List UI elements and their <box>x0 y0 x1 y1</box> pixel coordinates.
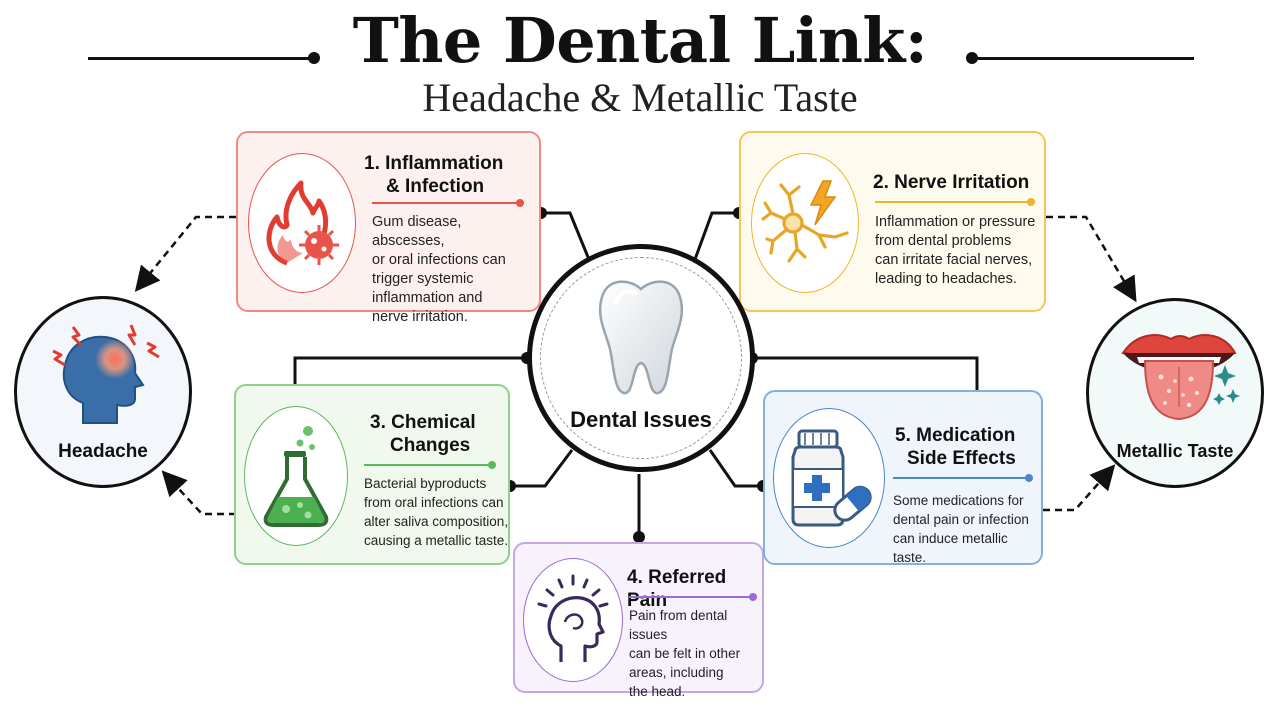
desc-line: Some medications for <box>893 493 1024 508</box>
card-referred-pain: 4. Referred Pain Pain from dental issues… <box>513 542 764 699</box>
link-card3b <box>510 449 574 488</box>
card-divider <box>875 198 1035 206</box>
desc-line: nerve irritation. <box>372 309 468 325</box>
tooth-icon <box>598 280 684 395</box>
arrow-card5-taste <box>1043 464 1116 512</box>
desc-line: the head. <box>629 684 686 699</box>
card-divider <box>893 474 1033 482</box>
desc-line: alter saliva composition, <box>364 514 509 529</box>
title-rule-left-dot <box>308 52 320 64</box>
card-title-line2: Side Effects <box>907 448 1016 469</box>
link-card5 <box>752 356 979 390</box>
arrow-card2-taste <box>1046 215 1137 303</box>
card-title: 4. Referred Pain <box>627 566 763 612</box>
card-title-line1: 4. Referred Pain <box>627 567 727 611</box>
card-description: Some medications for dental pain or infe… <box>893 491 1043 567</box>
title-rule-left <box>88 57 314 60</box>
card-title-line2: Changes <box>390 435 471 456</box>
desc-line: or oral infections can <box>372 252 506 268</box>
card-title-line1: 3. Chemical <box>370 412 476 433</box>
card-title-line2: & Infection <box>386 176 485 197</box>
card-title: 2. Nerve Irritation <box>873 171 1043 194</box>
center-dental-issues: Dental Issues <box>527 244 755 472</box>
head-headache-icon <box>52 324 160 424</box>
card-description: Inflammation or pressure from dental pro… <box>875 213 1045 289</box>
card-title: 3. Chemical Changes <box>362 411 502 457</box>
desc-line: Gum disease, abscesses, <box>372 214 462 249</box>
desc-line: can irritate facial nerves, <box>875 252 1033 268</box>
center-dashed-ring <box>540 257 742 459</box>
desc-line: areas, including <box>629 665 724 680</box>
desc-line: can induce metallic taste. <box>893 531 1008 565</box>
card-inflammation-infection: 1. Inflammation & Infection Gum disease,… <box>236 131 541 325</box>
card-description: Pain from dental issues can be felt in o… <box>629 606 763 701</box>
card-title-line1: 1. Inflammation <box>364 153 504 174</box>
page-subtitle: Headache & Metallic Taste <box>422 75 858 120</box>
nerve-lightning-icon <box>751 153 859 293</box>
flask-icon <box>244 406 348 546</box>
arrow-card3-headache <box>161 470 236 516</box>
page-title: The Dental Link: <box>352 4 928 77</box>
card-description: Bacterial byproducts from oral infection… <box>364 474 510 550</box>
card-title-line1: 5. Medication <box>895 425 1016 446</box>
desc-line: trigger systemic <box>372 271 474 287</box>
link-card2 <box>692 211 739 263</box>
outcome-label: Headache <box>58 441 148 462</box>
card-title: 1. Inflammation & Infection <box>364 152 534 198</box>
desc-line: causing a metallic taste. <box>364 533 509 548</box>
card-divider <box>372 199 524 207</box>
arrow-card1-headache <box>134 215 236 292</box>
title-rule-right <box>972 57 1194 60</box>
link-card5b <box>708 449 763 488</box>
center-label: Dental Issues <box>570 407 712 432</box>
card-chemical-changes: 3. Chemical Changes Bacterial byproducts… <box>234 384 510 565</box>
card-description: Gum disease, abscesses, or oral infectio… <box>372 213 537 327</box>
link-card3 <box>293 356 527 384</box>
card-title-line1: 2. Nerve Irritation <box>873 172 1030 193</box>
outcome-label: Metallic Taste <box>1116 441 1234 461</box>
desc-line: Pain from dental issues <box>629 608 728 642</box>
desc-line: from oral infections can <box>364 495 504 510</box>
desc-line: Bacterial byproducts <box>364 476 487 491</box>
desc-line: dental pain or infection <box>893 512 1029 527</box>
outcome-metallic-taste: Metallic Taste <box>1086 298 1264 488</box>
outcome-headache: Headache <box>14 296 192 488</box>
desc-line: leading to headaches. <box>875 271 1017 287</box>
card-divider <box>629 593 757 601</box>
card-title: 5. Medication Side Effects <box>895 424 1035 470</box>
desc-line: can be felt in other <box>629 646 741 661</box>
card-nerve-irritation: 2. Nerve Irritation Inflammation or pres… <box>739 131 1046 312</box>
desc-line: from dental problems <box>875 233 1012 249</box>
desc-line: inflammation and <box>372 290 483 306</box>
card-medication-side-effects: 5. Medication Side Effects Some medicati… <box>763 390 1043 565</box>
desc-line: Inflammation or pressure <box>875 214 1036 230</box>
medicine-bottle-icon <box>773 408 885 548</box>
tongue-icon <box>1121 334 1240 421</box>
flame-virus-icon <box>248 153 356 293</box>
head-pain-icon <box>523 558 623 682</box>
card-divider <box>364 461 496 469</box>
link-card1 <box>541 211 592 263</box>
